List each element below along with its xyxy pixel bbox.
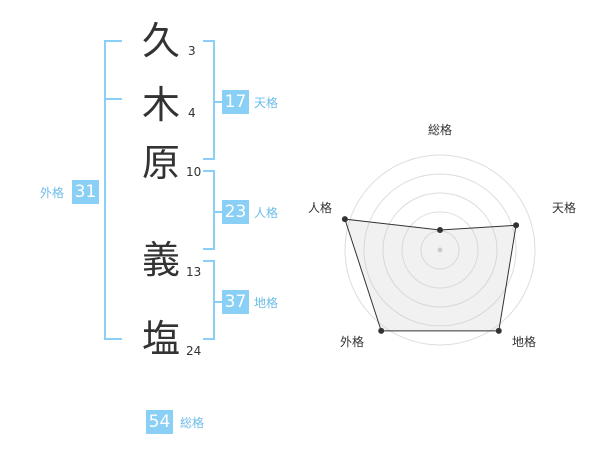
radar-axis-label-4: 外格 bbox=[340, 334, 364, 349]
jinkaku-connector bbox=[213, 211, 222, 213]
radar-axis-label-5: 人格 bbox=[308, 200, 332, 215]
tenkaku-bracket-bottom bbox=[203, 158, 215, 160]
stroke-count-5: 24 bbox=[186, 344, 202, 358]
name-char-4: 義 bbox=[141, 238, 180, 282]
name-char-2: 木 bbox=[141, 83, 180, 127]
radar-grid-ring bbox=[344, 154, 536, 346]
soukaku-value: 54 bbox=[146, 410, 173, 434]
name-char-3: 原 bbox=[141, 141, 180, 185]
radar-grid-ring bbox=[363, 173, 517, 327]
name-char-5: 塩 bbox=[141, 317, 180, 361]
chikaku-value: 37 bbox=[222, 290, 249, 314]
gaikaku-bracket-bottom bbox=[104, 338, 122, 340]
radar-point-4 bbox=[378, 327, 385, 334]
gaikaku-bracket bbox=[104, 40, 106, 340]
jinkaku-bracket bbox=[213, 170, 215, 250]
gaikaku-bracket-mid bbox=[104, 98, 122, 100]
radar-grid-ring bbox=[401, 211, 479, 289]
gaikaku-label: 外格 bbox=[40, 186, 65, 200]
radar-point-3 bbox=[495, 327, 502, 334]
chikaku-connector bbox=[213, 301, 222, 303]
chikaku-bracket bbox=[213, 260, 215, 340]
chikaku-bracket-top bbox=[203, 260, 215, 262]
tenkaku-value: 17 bbox=[222, 90, 249, 114]
gaikaku-bracket-top bbox=[104, 40, 122, 42]
gaikaku-value: 31 bbox=[72, 180, 99, 204]
stroke-count-2: 4 bbox=[188, 106, 196, 120]
jinkaku-label: 人格 bbox=[254, 206, 279, 220]
radar-grid-ring bbox=[382, 192, 498, 308]
radar-point-5 bbox=[341, 216, 348, 223]
radar-point-2 bbox=[513, 222, 520, 229]
tenkaku-bracket-top bbox=[203, 40, 215, 42]
jinkaku-bracket-top bbox=[203, 170, 215, 172]
radar-point-1 bbox=[437, 227, 443, 233]
radar-axis-label-1: 総格 bbox=[428, 122, 452, 137]
name-char-1: 久 bbox=[141, 19, 180, 63]
tenkaku-label: 天格 bbox=[254, 96, 279, 110]
chikaku-label: 地格 bbox=[254, 296, 279, 310]
stroke-count-1: 3 bbox=[188, 44, 196, 58]
chikaku-bracket-bottom bbox=[203, 338, 215, 340]
jinkaku-bracket-bottom bbox=[203, 248, 215, 250]
radar-axis-label-2: 天格 bbox=[552, 200, 576, 215]
radar-axis-label-3: 地格 bbox=[512, 334, 536, 349]
soukaku-label: 総格 bbox=[180, 416, 205, 430]
tenkaku-bracket bbox=[213, 40, 215, 160]
radar-polygon bbox=[344, 218, 517, 332]
stroke-count-4: 13 bbox=[186, 265, 202, 279]
jinkaku-value: 23 bbox=[222, 200, 249, 224]
stroke-count-3: 10 bbox=[186, 165, 202, 179]
radar-center-dot bbox=[437, 247, 443, 253]
tenkaku-connector bbox=[213, 101, 222, 103]
